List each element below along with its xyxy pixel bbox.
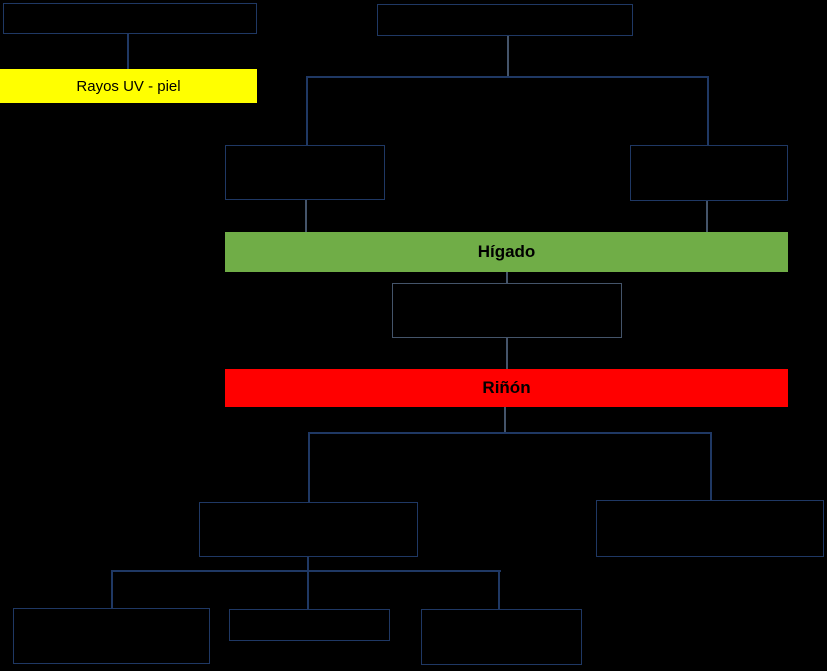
node-bottom-3	[421, 609, 582, 665]
branch-bottom-drop-1	[111, 570, 113, 608]
connector-topleft-to-uv	[127, 34, 129, 69]
connector-topcenter-drop	[507, 36, 509, 77]
band-higado-label: Hígado	[477, 242, 536, 261]
band-rayos-uv: Rayos UV - piel	[0, 69, 257, 103]
connector-lowerleft-drop	[307, 557, 309, 571]
connector-kidney-drop	[504, 407, 506, 433]
branch-top-right-drop	[707, 76, 709, 145]
branch-bottom-horizontal	[111, 570, 501, 572]
connector-liver-to-center	[506, 272, 508, 283]
node-top-left	[3, 3, 257, 34]
branch-bottom-drop-3	[498, 570, 500, 609]
node-top-center	[377, 4, 633, 36]
branch-top-horizontal	[306, 76, 709, 78]
node-bottom-1	[13, 608, 210, 664]
band-rinon: Riñón	[225, 369, 788, 407]
band-rayos-uv-label: Rayos UV - piel	[76, 77, 181, 95]
connector-midright-to-liver	[706, 201, 708, 232]
node-lower-left	[199, 502, 418, 557]
branch-lower-left-drop	[308, 432, 310, 502]
node-bottom-2	[229, 609, 390, 641]
branch-top-left-drop	[306, 76, 308, 145]
connector-midleft-to-liver	[305, 200, 307, 232]
connector-center-to-kidney	[506, 338, 508, 369]
node-center	[392, 283, 622, 338]
branch-bottom-drop-2	[307, 570, 309, 609]
node-lower-right	[596, 500, 824, 557]
node-mid-right	[630, 145, 788, 201]
branch-lower-right-drop	[710, 432, 712, 500]
node-mid-left	[225, 145, 385, 200]
band-higado: Hígado	[225, 232, 788, 272]
branch-lower-horizontal	[308, 432, 712, 434]
band-rinon-label: Riñón	[482, 378, 531, 397]
